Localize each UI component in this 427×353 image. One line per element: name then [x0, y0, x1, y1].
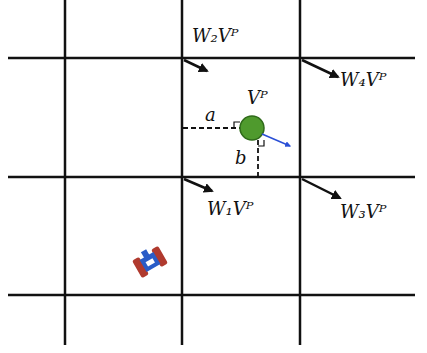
vector-label: W₁Vᴾ — [207, 199, 253, 219]
vector-label: Vᴾ — [247, 88, 268, 108]
robot-icon — [131, 243, 168, 278]
vector-label: W₄Vᴾ — [340, 70, 386, 90]
distance-label: a — [205, 105, 216, 125]
vector-label: W₃Vᴾ — [340, 202, 386, 222]
weight-arrows — [184, 60, 340, 198]
distance-label: b — [235, 148, 247, 168]
target-point — [240, 116, 264, 140]
velocity-arrow — [262, 134, 290, 146]
vector-label: W₂Vᴾ — [192, 26, 238, 46]
grid-lines — [8, 0, 415, 345]
